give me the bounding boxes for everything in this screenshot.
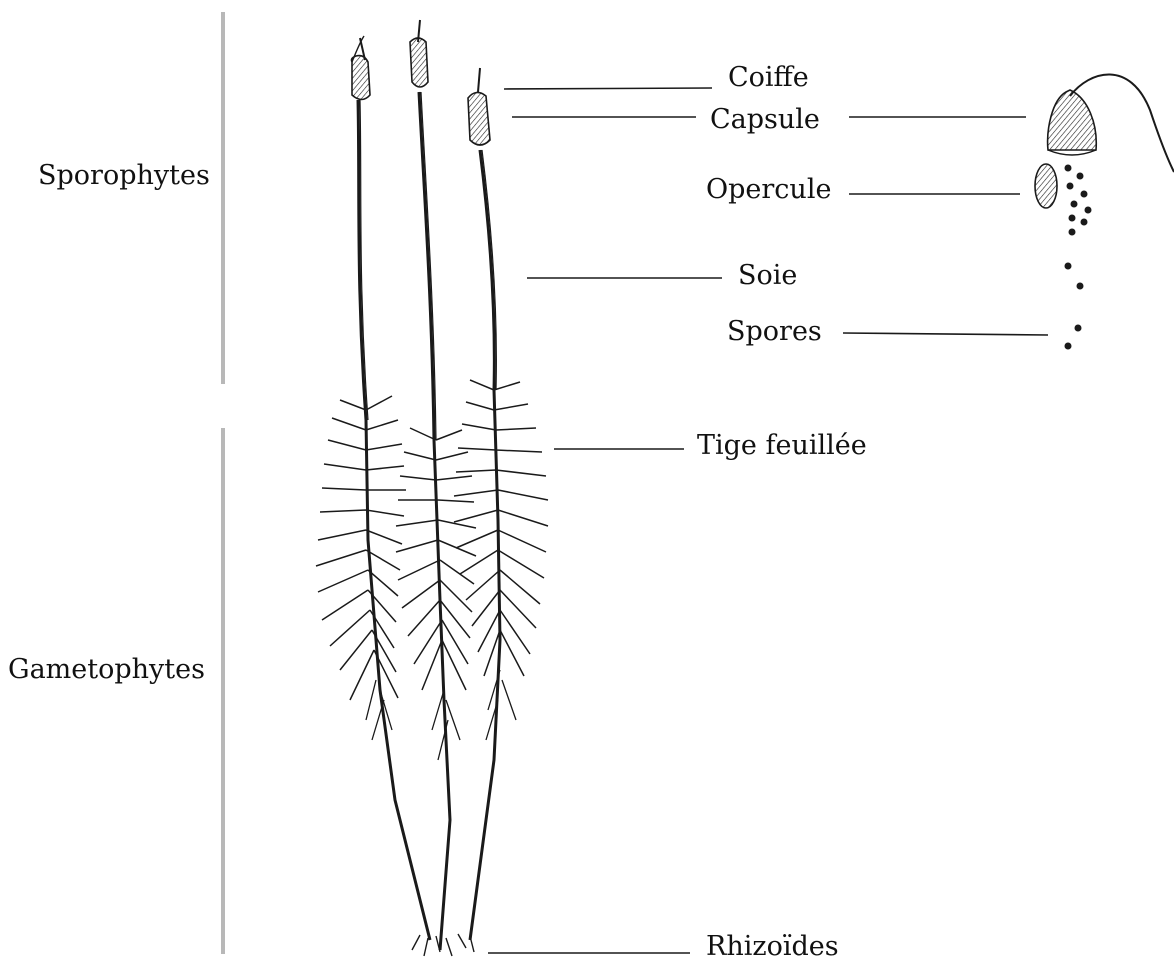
capsule-detail: [1035, 74, 1174, 349]
leader-coiffe: [504, 88, 712, 89]
leader-spores: [843, 333, 1048, 335]
rhizoids: [412, 934, 474, 956]
spores-dots: [1065, 165, 1092, 350]
operculum: [1035, 164, 1057, 208]
moss-plant-middle: [396, 20, 476, 950]
leader-lines: [488, 88, 1048, 953]
moss-plant-left: [316, 36, 430, 940]
moss-plant-right: [454, 68, 548, 940]
